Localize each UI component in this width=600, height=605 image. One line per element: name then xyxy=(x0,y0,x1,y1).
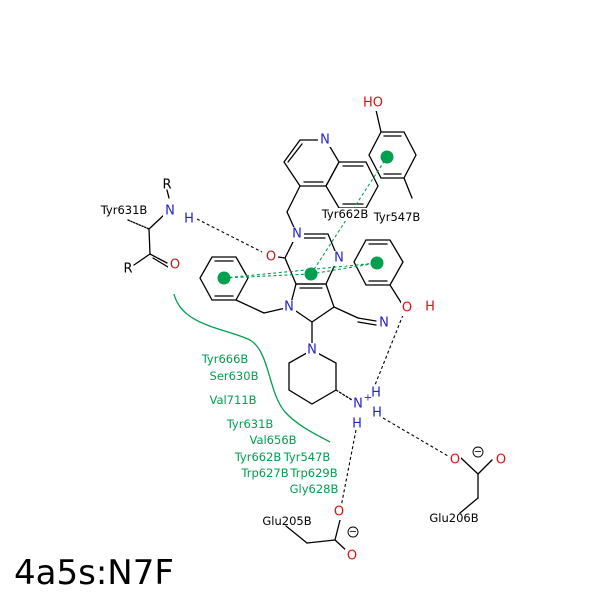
atom-o-glu205-2: O xyxy=(347,549,357,564)
atom-h-amide: H xyxy=(184,212,194,227)
hydrophobic-tyr662: Tyr662B xyxy=(234,450,282,464)
hydrophobic-trp627: Trp627B xyxy=(240,466,288,480)
atom-labels: N HO R N H R O O N N N N N O H H N + H H… xyxy=(123,96,507,564)
ring-centroid-pyrrole xyxy=(304,267,318,281)
atom-n-amide: N xyxy=(165,204,175,219)
glu206-group xyxy=(459,457,493,514)
hydrophobic-trp629: Trp629B xyxy=(289,466,337,480)
residue-tyr547: Tyr547B xyxy=(373,210,421,224)
atom-n-quinoline: N xyxy=(320,133,330,148)
ring-centroid-hydroxyphenyl xyxy=(380,150,394,164)
atom-h-ammonium-1: H xyxy=(371,386,381,401)
tyr631-backbone xyxy=(127,189,170,268)
ring-centroid-phenol xyxy=(370,256,384,270)
benzyl-group xyxy=(199,256,291,314)
hydrophobic-labels: Tyr666B Ser630B Val711B Tyr631B Val656B … xyxy=(201,352,339,496)
hydrophobic-gly628: Gly628B xyxy=(290,482,339,496)
hydrophobic-val711: Val711B xyxy=(209,393,256,407)
ring-centroid-benzyl xyxy=(217,271,231,285)
atom-glu206-minus: − xyxy=(474,447,482,458)
pi-stacking-lines xyxy=(223,156,388,279)
atom-glu205-minus: − xyxy=(349,527,357,538)
atom-r-left: R xyxy=(123,262,132,277)
atom-n-nitrile: N xyxy=(379,316,389,331)
hydrophobic-tyr631: Tyr631B xyxy=(226,417,274,431)
phenol-group xyxy=(353,239,404,305)
hydroxyphenyl-top xyxy=(368,109,417,199)
atom-n-pyrrole: N xyxy=(284,300,294,315)
atom-o-glu206-1: O xyxy=(450,453,460,468)
atom-o-hydroxy: HO xyxy=(363,96,383,111)
atom-r-top: R xyxy=(162,178,171,193)
atom-plus-charge: + xyxy=(364,393,372,404)
atom-h-ammonium-2: H xyxy=(372,406,382,421)
quinoline-group xyxy=(283,139,379,209)
glu206-charge-circle xyxy=(472,446,484,458)
hydrophobic-tyr547: Tyr547B xyxy=(283,450,331,464)
residue-tyr662: Tyr662B xyxy=(321,207,369,221)
atom-n-piperidine: N xyxy=(307,343,317,358)
atom-n-pyrimidine-2: N xyxy=(334,251,344,266)
atom-o-glu205-1: O xyxy=(334,505,344,520)
residue-labels: Tyr631B Tyr662B Tyr547B Glu206B Glu205B xyxy=(100,203,479,528)
atom-n-pyrimidine-1: N xyxy=(292,227,302,242)
residue-glu205: Glu205B xyxy=(262,514,311,528)
hbond-lines xyxy=(196,218,449,508)
glu205-charge-circle xyxy=(347,526,359,538)
atom-o-phenol: O xyxy=(402,301,412,316)
residue-glu206: Glu206B xyxy=(429,511,478,525)
hydrophobic-arc xyxy=(173,293,331,443)
hydrophobic-val656: Val656B xyxy=(249,433,296,447)
residue-tyr631: Tyr631B xyxy=(100,203,148,217)
atom-n-ammonium: N xyxy=(353,397,363,412)
atom-h-phenol: H xyxy=(425,300,435,315)
atom-h-ammonium-3: H xyxy=(352,417,362,432)
atom-o-glu206-2: O xyxy=(496,453,506,468)
diagram-title: 4a5s:N7F xyxy=(14,553,174,593)
hydrophobic-ser630: Ser630B xyxy=(210,369,259,383)
atom-o-ketone: O xyxy=(266,250,276,265)
hydrophobic-tyr666: Tyr666B xyxy=(201,352,249,366)
atom-o-carbonyl: O xyxy=(170,258,180,273)
piperidine-group xyxy=(288,349,353,405)
